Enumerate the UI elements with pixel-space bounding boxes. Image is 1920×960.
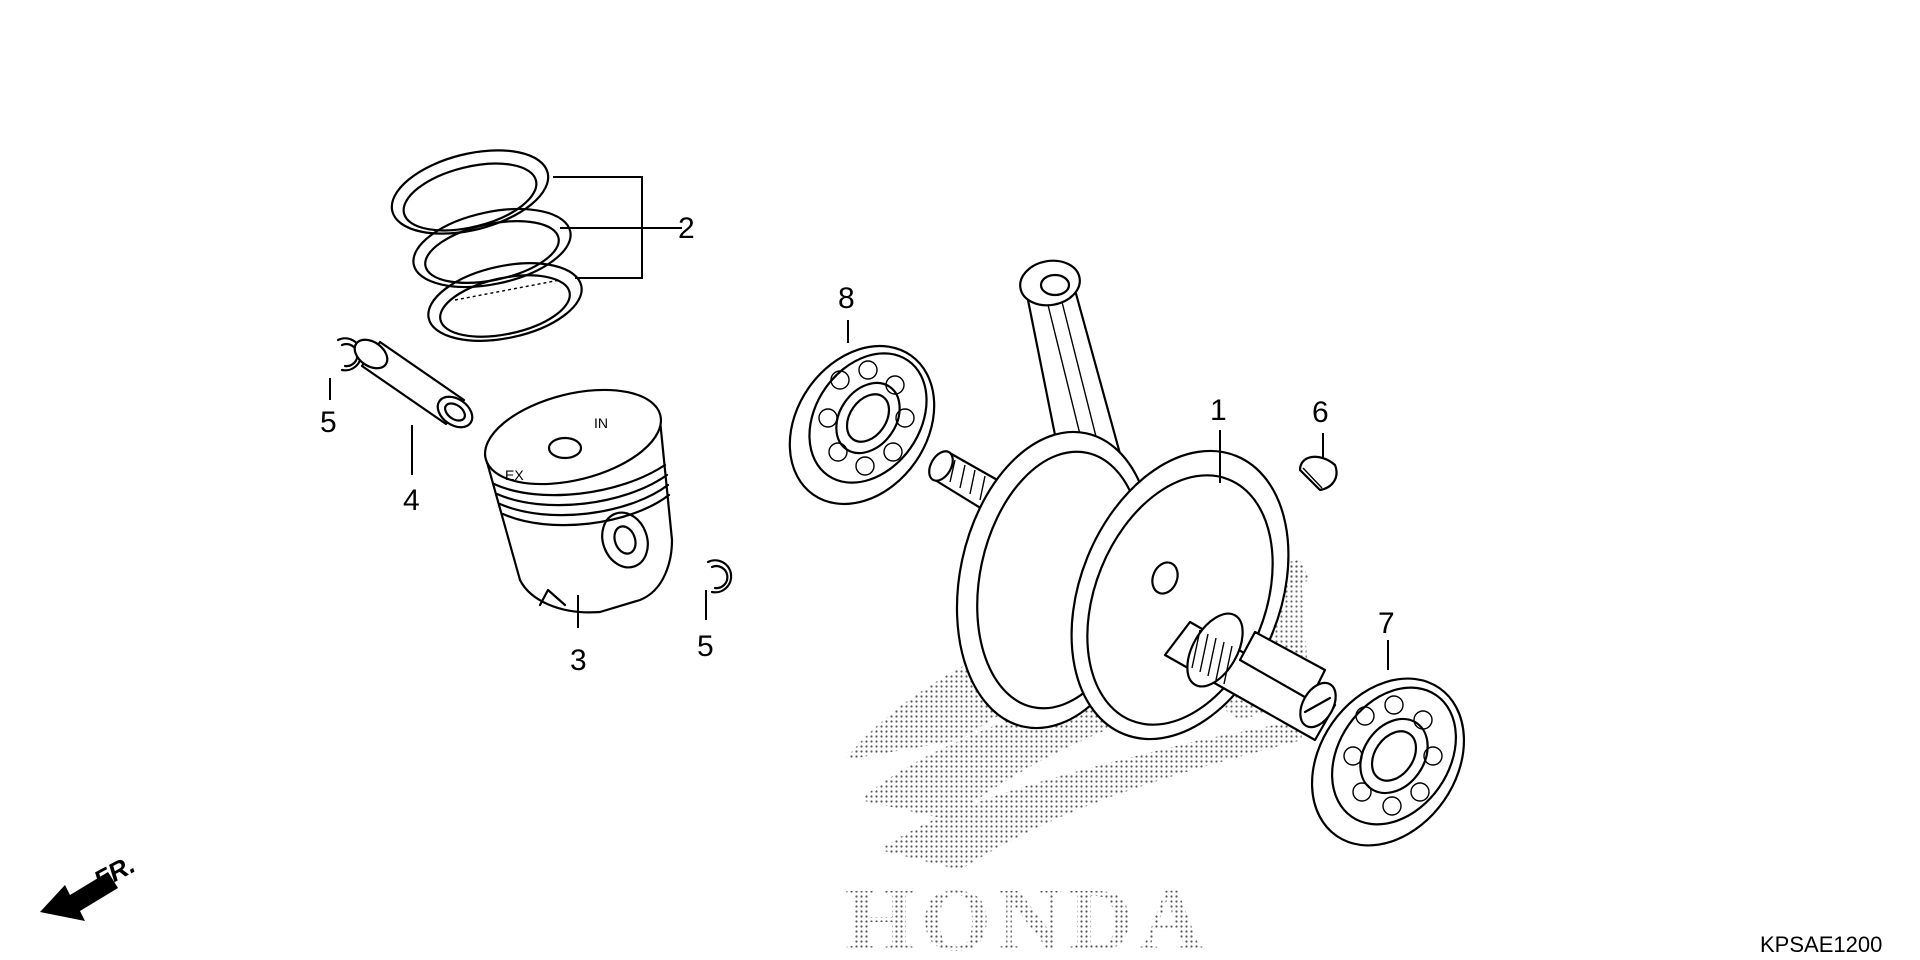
crankshaft bbox=[928, 259, 1337, 742]
leader-lines bbox=[329, 176, 1389, 670]
callout-2: 2 bbox=[678, 212, 695, 245]
svg-text:IN: IN bbox=[594, 415, 608, 431]
bearing-7 bbox=[1310, 677, 1466, 847]
svg-text:EX: EX bbox=[505, 467, 524, 483]
piston-pin-clip-right bbox=[706, 559, 733, 594]
bearing-8 bbox=[788, 344, 936, 506]
callout-3: 3 bbox=[570, 644, 587, 677]
callout-5-right: 5 bbox=[697, 630, 714, 663]
callout-5-left: 5 bbox=[320, 406, 337, 439]
diagram-code: KPSAE1200 bbox=[1760, 932, 1882, 957]
honda-watermark-text: HONDA bbox=[845, 871, 1210, 960]
woodruff-key bbox=[1298, 455, 1338, 492]
callout-6: 6 bbox=[1312, 396, 1329, 429]
front-direction-arrow: FR. bbox=[40, 849, 140, 921]
callout-1: 1 bbox=[1210, 394, 1227, 427]
callout-4: 4 bbox=[403, 484, 420, 517]
piston-pin bbox=[353, 338, 474, 429]
callout-8: 8 bbox=[838, 282, 855, 315]
piston: EX IN bbox=[483, 388, 674, 614]
callout-7: 7 bbox=[1378, 607, 1395, 640]
piston-ring-set bbox=[390, 149, 583, 342]
